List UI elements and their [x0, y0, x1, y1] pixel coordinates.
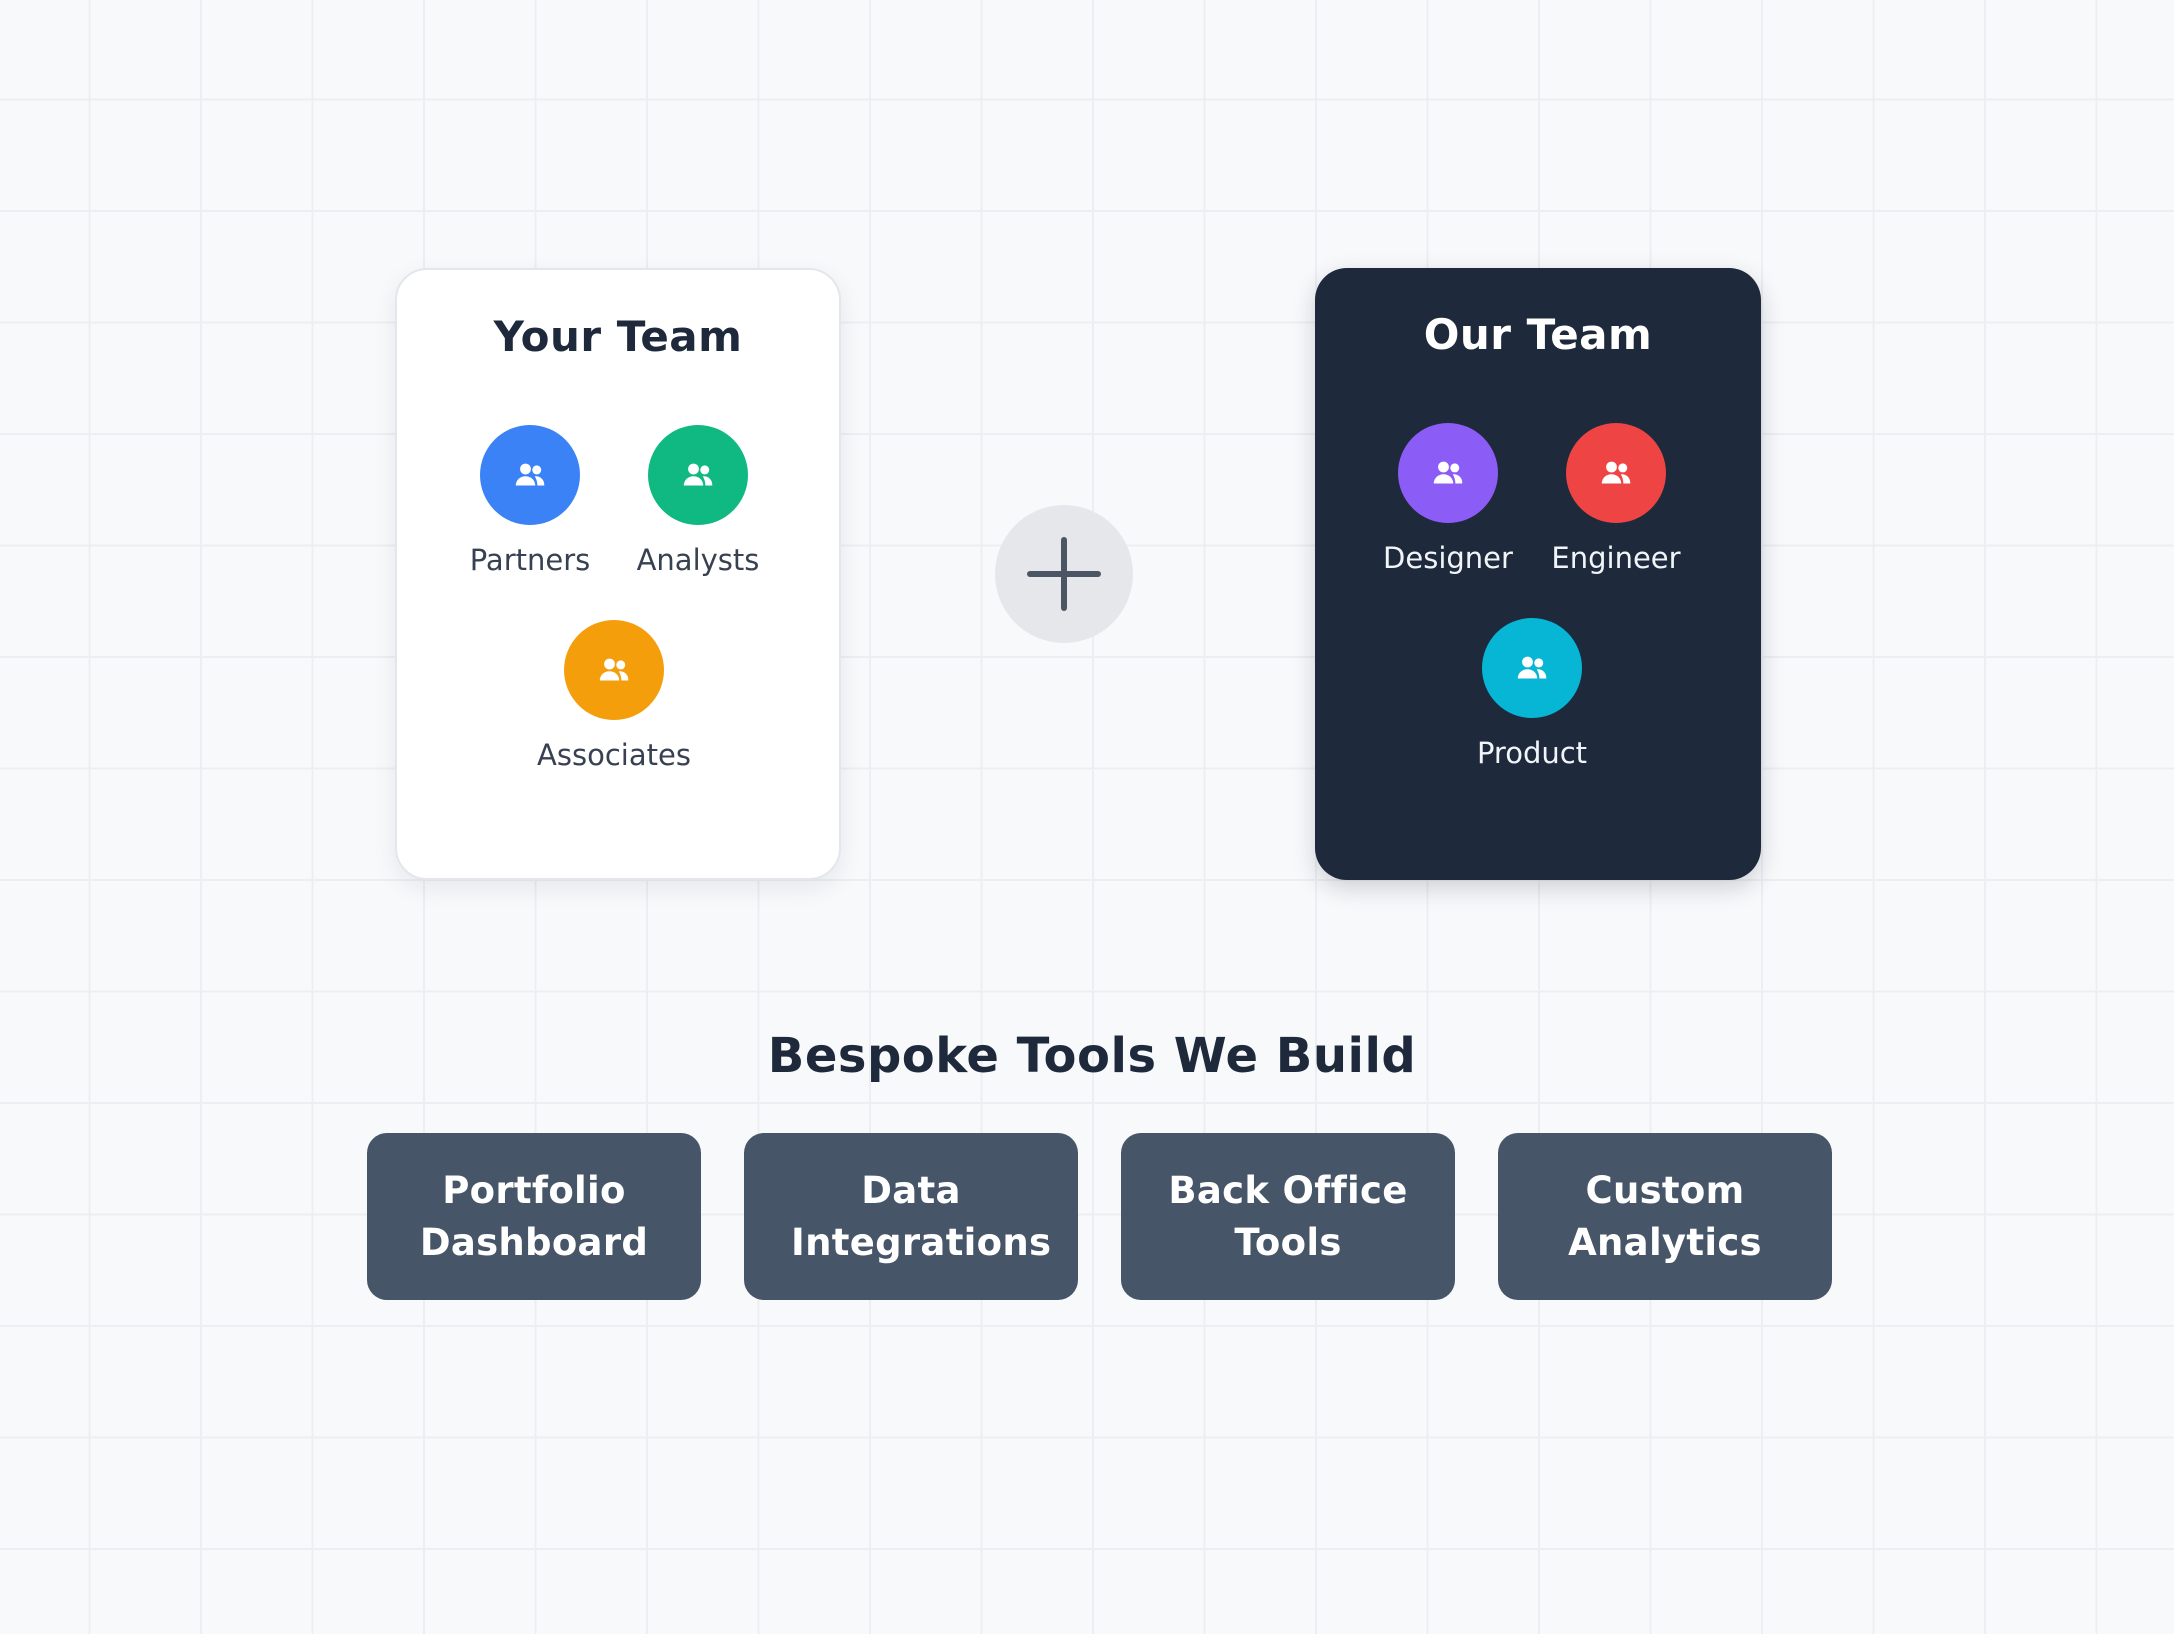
our-team-card: Our Team Designer Engineer Product [1315, 268, 1761, 880]
tool-portfolio-dashboard: Portfolio Dashboard [367, 1133, 701, 1300]
users-icon [564, 620, 664, 720]
member-associates: Associates [504, 620, 724, 772]
member-label: Engineer [1551, 541, 1681, 575]
users-icon [1566, 423, 1666, 523]
member-label: Product [1476, 736, 1588, 770]
your-team-card: Your Team Partners Analysts Associates [395, 268, 841, 880]
tools-heading: Bespoke Tools We Build [767, 1028, 1417, 1084]
tool-label: Custom Analytics [1568, 1168, 1762, 1264]
plus-icon-glyph [1027, 537, 1101, 611]
member-analysts: Analysts [588, 425, 808, 577]
tool-label: Portfolio Dashboard [419, 1168, 649, 1264]
tool-data-integrations: Data Integrations [744, 1133, 1078, 1300]
tool-label: Back Office Tools [1168, 1168, 1408, 1264]
tools-row: Portfolio Dashboard Data Integrations Ba… [367, 1133, 1832, 1300]
tool-back-office-tools: Back Office Tools [1121, 1133, 1455, 1300]
member-label: Partners [469, 543, 591, 577]
users-icon [480, 425, 580, 525]
member-engineer: Engineer [1506, 423, 1726, 575]
member-label: Associates [537, 738, 691, 772]
plus-icon [995, 505, 1133, 643]
our-team-title: Our Team [1423, 310, 1653, 359]
member-designer: Designer [1338, 423, 1558, 575]
users-icon [1482, 618, 1582, 718]
users-icon [648, 425, 748, 525]
tool-label: Data Integrations [791, 1168, 1052, 1264]
users-icon [1398, 423, 1498, 523]
member-label: Analysts [636, 543, 760, 577]
tool-custom-analytics: Custom Analytics [1498, 1133, 1832, 1300]
member-label: Designer [1383, 541, 1513, 575]
member-product: Product [1422, 618, 1642, 770]
your-team-title: Your Team [493, 312, 743, 361]
member-partners: Partners [420, 425, 640, 577]
